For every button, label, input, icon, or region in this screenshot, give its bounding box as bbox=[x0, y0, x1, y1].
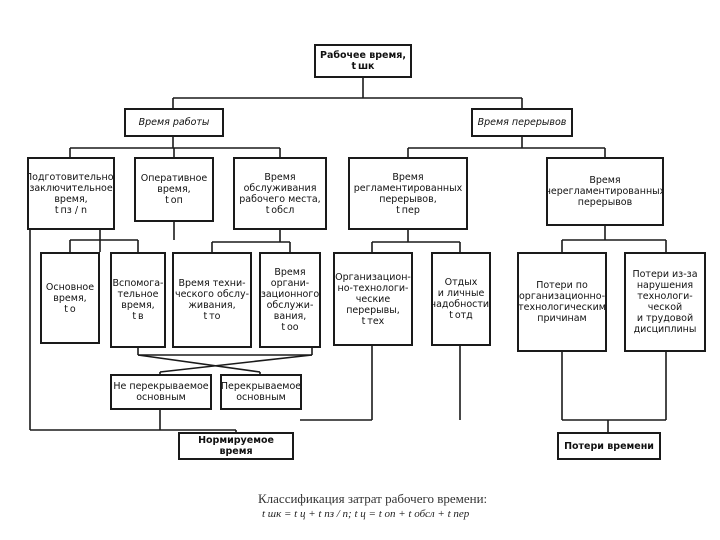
node-operativnoe-vremya: Оперативное время, t оп bbox=[134, 157, 214, 222]
node-vremya-raboty: Время работы bbox=[124, 108, 224, 137]
node-vremya-pereryvov: Время перерывов bbox=[471, 108, 573, 137]
node-poteri-vremeni: Потери времени bbox=[557, 432, 661, 460]
node-poteri-narushenie-distsipliny: Потери из-за нарушения технологи- ческой… bbox=[624, 252, 706, 352]
node-ne-perekryvaemoe: Не перекрываемое основным bbox=[110, 374, 212, 410]
figure-caption: Классификация затрат рабочего времени: bbox=[258, 491, 488, 506]
node-poteri-organizatsionno-tekhnologicheskie: Потери по организационно- технологически… bbox=[517, 252, 607, 352]
node-organizatsionnoe-obsluzhivanie: Время органи- зационного обслужи- вания,… bbox=[259, 252, 321, 348]
node-vspomogatelnoe-vremya: Вспомога- тельное время, t в bbox=[110, 252, 166, 348]
node-tekhnicheskoe-obsluzhivanie: Время техни- ческого обслу- живания, t т… bbox=[172, 252, 252, 348]
node-organizatsionno-tekhnologicheskie-pereryvy: Организацион- но-технологи- ческие перер… bbox=[333, 252, 413, 346]
node-reglamentirovannye-pereryvy: Время регламентированных перерывов, t пе… bbox=[348, 157, 468, 230]
node-osnovnoe-vremya: Основное время, t о bbox=[40, 252, 100, 344]
node-perekryvaemoe: Перекрываемое основным bbox=[220, 374, 302, 410]
node-nereglamentirovannye-pereryvy: Время нерегламентированных перерывов bbox=[546, 157, 664, 226]
node-rabochee-vremya: Рабочее время, t шк bbox=[314, 44, 412, 78]
node-otdykh-lichnye-nadobnosti: Отдых и личные надобности, t отд bbox=[431, 252, 491, 346]
node-obsluzhivanie-rabochego-mesta: Время обслуживания рабочего места, t обс… bbox=[233, 157, 327, 230]
node-normiruemoe-vremya: Нормируемое время bbox=[178, 432, 294, 460]
node-podgotovitelno-zaklyuchitelnoe: Подготовительно- заключительное время, t… bbox=[27, 157, 115, 230]
figure-formula: t шк = t ц + t пз / n; t ц = t оп + t об… bbox=[262, 508, 470, 520]
